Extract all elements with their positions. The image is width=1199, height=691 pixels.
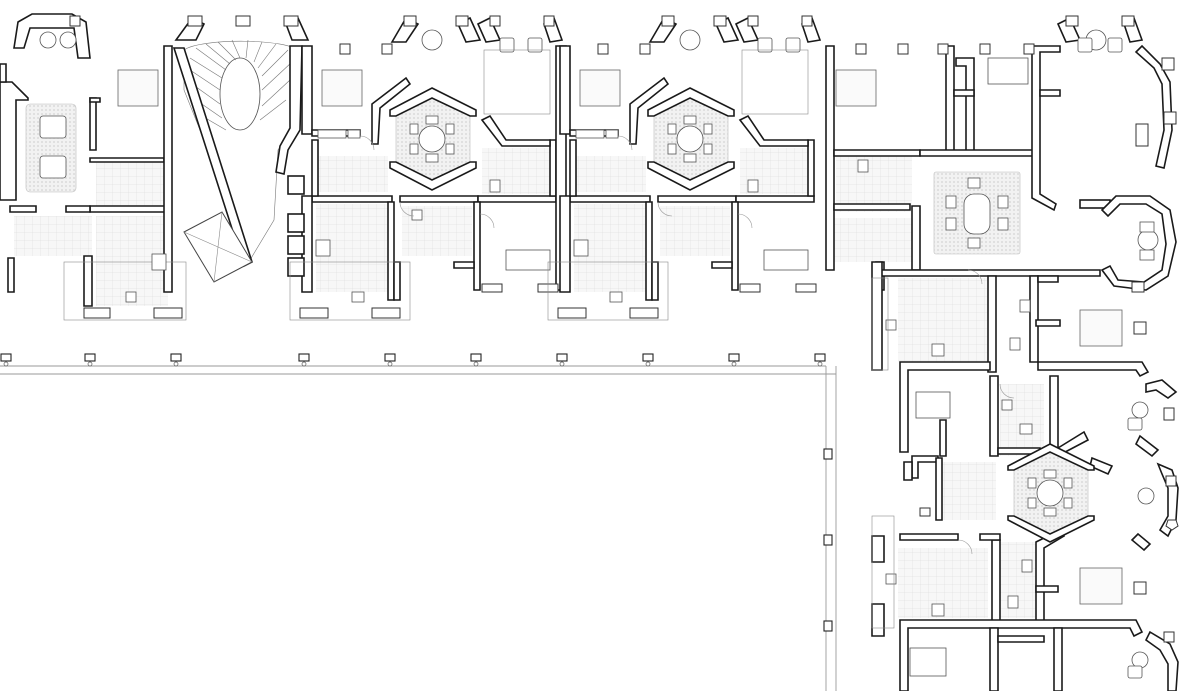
bed <box>835 69 877 107</box>
gallery-pier-right <box>823 448 833 460</box>
bed <box>579 69 621 107</box>
courtyard-gallery <box>0 365 837 691</box>
gallery-pier-top <box>642 353 654 362</box>
bed <box>1079 309 1123 347</box>
gallery-pier-top <box>84 353 96 362</box>
gallery-pier-top-base <box>3 361 9 367</box>
apartment-unit-2 <box>547 15 822 321</box>
gallery-piers <box>0 353 833 632</box>
dining-table <box>963 193 991 235</box>
gallery-pier-right <box>823 534 833 546</box>
gallery-pier-top <box>728 353 740 362</box>
dining-table <box>1036 479 1064 507</box>
corner-apartment-block <box>825 15 1177 293</box>
gallery-pier-right <box>823 620 833 632</box>
gallery-pier-top-base <box>473 361 479 367</box>
gallery-pier-top <box>298 353 310 362</box>
stair-well <box>219 57 261 131</box>
gallery-pier-top-base <box>559 361 565 367</box>
gallery-pier-top <box>170 353 182 362</box>
bed <box>1079 567 1123 605</box>
gallery-pier-top <box>556 353 568 362</box>
right-wing-block <box>871 261 1179 691</box>
gallery-pier-top-base <box>645 361 651 367</box>
gallery-pier-top-base <box>87 361 93 367</box>
gallery-pier-top <box>814 353 826 362</box>
bed <box>117 69 159 107</box>
gallery-pier-top-base <box>173 361 179 367</box>
gallery-pier-top <box>0 353 12 362</box>
gallery-pier-top <box>470 353 482 362</box>
dining-table <box>676 125 704 153</box>
apartment-unit-1 <box>287 15 567 321</box>
gallery-pier-top-base <box>817 361 823 367</box>
left-apartment-block <box>0 13 187 321</box>
stair-core <box>172 15 310 283</box>
gallery-pier-top-base <box>387 361 393 367</box>
gallery-pier-top-base <box>301 361 307 367</box>
bed <box>321 69 363 107</box>
gallery-pier-top <box>384 353 396 362</box>
gallery-pier-top-base <box>731 361 737 367</box>
dining-table <box>418 125 446 153</box>
